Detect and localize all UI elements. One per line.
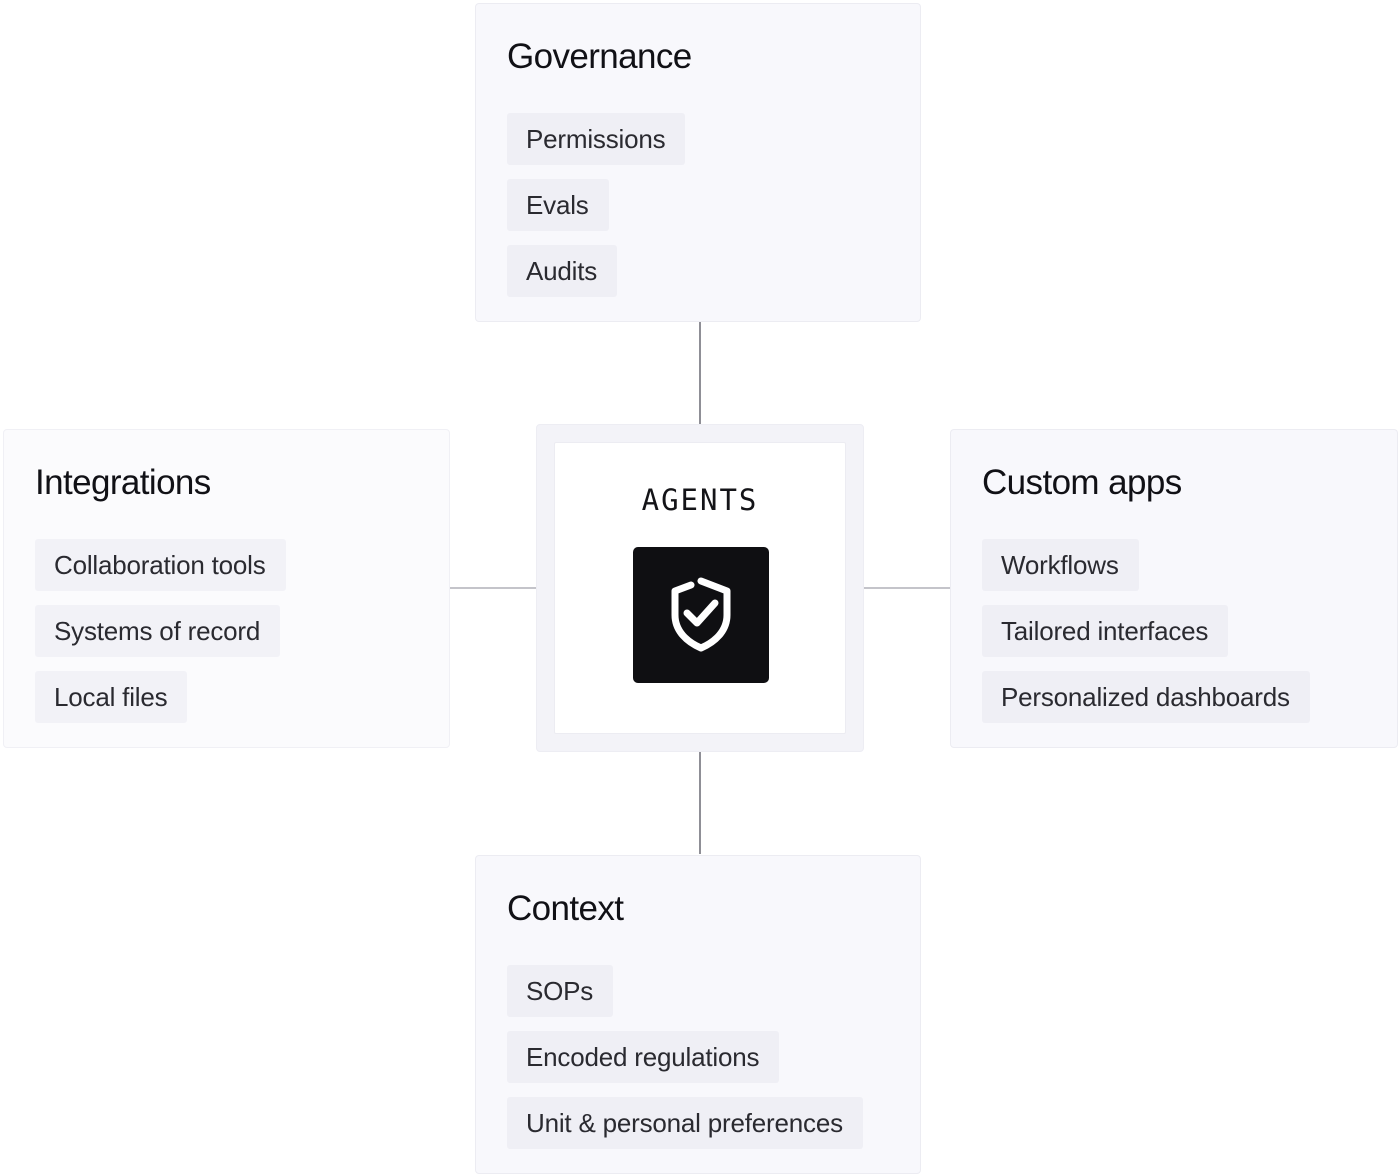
- connector-line-governance: [699, 322, 701, 424]
- custom-apps-item-personalized-dashboards: Personalized dashboards: [982, 671, 1310, 723]
- integrations-item-local-files: Local files: [35, 671, 188, 723]
- context-card: Context SOPs Encoded regulations Unit & …: [475, 855, 921, 1174]
- context-title: Context: [507, 889, 624, 928]
- custom-apps-items: Workflows Tailored interfaces Personaliz…: [982, 539, 1397, 723]
- integrations-item-systems-of-record: Systems of record: [35, 605, 281, 657]
- governance-title: Governance: [507, 37, 692, 76]
- integrations-item-collaboration-tools: Collaboration tools: [35, 539, 286, 591]
- governance-item-permissions: Permissions: [507, 113, 686, 165]
- context-item-sops: SOPs: [507, 965, 614, 1017]
- custom-apps-title: Custom apps: [982, 463, 1182, 502]
- integrations-title: Integrations: [35, 463, 211, 502]
- shield-check-icon: [671, 577, 731, 652]
- connector-line-context: [699, 752, 701, 854]
- agents-node-inner: AGENTS: [554, 442, 846, 734]
- governance-card: Governance Permissions Evals Audits: [475, 3, 921, 322]
- context-item-preferences: Unit & personal preferences: [507, 1097, 863, 1149]
- context-items: SOPs Encoded regulations Unit & personal…: [507, 965, 920, 1149]
- governance-item-evals: Evals: [507, 179, 609, 231]
- connector-line-integrations: [450, 587, 536, 589]
- governance-items: Permissions Evals Audits: [507, 113, 920, 297]
- agents-icon-tile: [633, 547, 769, 683]
- custom-apps-item-workflows: Workflows: [982, 539, 1139, 591]
- integrations-card: Integrations Collaboration tools Systems…: [3, 429, 450, 748]
- agents-label: AGENTS: [641, 483, 759, 517]
- governance-item-audits: Audits: [507, 245, 618, 297]
- integrations-items: Collaboration tools Systems of record Lo…: [35, 539, 449, 723]
- custom-apps-card: Custom apps Workflows Tailored interface…: [950, 429, 1398, 748]
- custom-apps-item-tailored-interfaces: Tailored interfaces: [982, 605, 1229, 657]
- agents-node: AGENTS: [536, 424, 864, 752]
- connector-line-custom-apps: [864, 587, 950, 589]
- context-item-encoded-regulations: Encoded regulations: [507, 1031, 780, 1083]
